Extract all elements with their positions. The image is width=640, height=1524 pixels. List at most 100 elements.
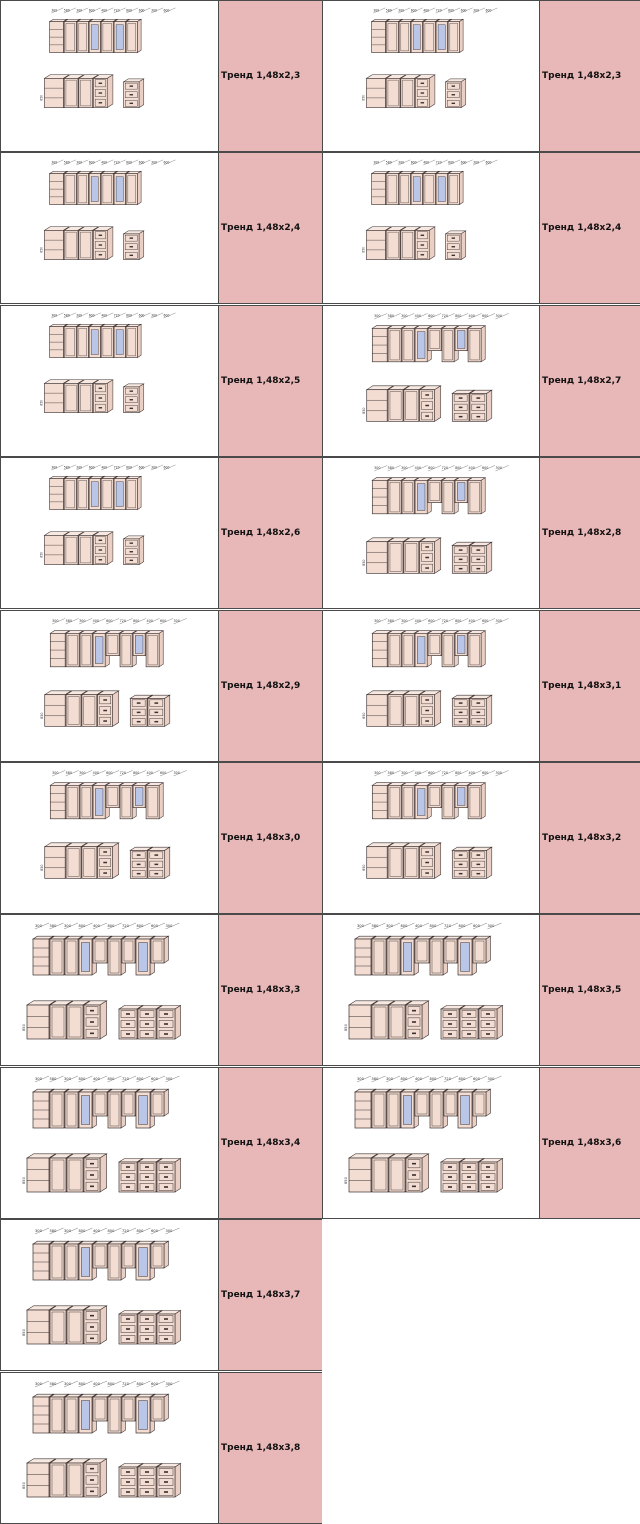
kitchen-set-name[interactable]: Тренд 1,48х3,1 — [542, 680, 622, 691]
dimension-label: 720 — [436, 161, 442, 165]
dimension-label: 800 — [126, 466, 132, 470]
dimension-label: 300 — [373, 161, 379, 165]
dimension-label: 300 — [488, 1077, 496, 1081]
dimension-label: 800 — [79, 924, 87, 928]
kitchen-set-name[interactable]: Тренд 1,48х2,7 — [542, 375, 622, 386]
kitchen-set-label-cell: Тренд 1,48х3,5 — [540, 914, 640, 1067]
dimension-label: 300 — [64, 1382, 72, 1386]
base-drawer-unit — [122, 535, 145, 566]
dimension-label: 300 — [374, 466, 380, 470]
dimension-label: 600 — [428, 619, 434, 623]
dimension-label: 300 — [51, 313, 57, 317]
base-cabinet — [418, 537, 442, 575]
kitchen-set-name[interactable]: Тренд 1,48х2,6 — [221, 528, 301, 539]
kitchen-set-name[interactable]: Тренд 1,48х2,5 — [221, 375, 301, 386]
kitchen-set-label-cell: Тренд 1,48х2,6 — [219, 457, 322, 610]
dimension-label: 580 — [388, 619, 394, 623]
dimension-label: 600 — [151, 924, 159, 928]
kitchen-set-name[interactable]: Тренд 1,48х3,0 — [221, 833, 301, 843]
dimension-label: 300 — [374, 314, 380, 318]
base-cabinet — [404, 1153, 430, 1193]
upper-cabinet — [125, 323, 142, 358]
dimension-label: 400 — [469, 314, 475, 318]
dimension-label: 600 — [151, 1077, 159, 1081]
dimension-label: 720 — [114, 466, 120, 470]
upper-cabinet — [467, 477, 487, 515]
dimension-label: 600 — [89, 8, 95, 12]
height-dimension-label: 850 — [344, 1176, 348, 1184]
dimension-label: 800 — [455, 314, 461, 318]
kitchen-set-name[interactable]: Тренд 1,48х3,3 — [221, 985, 301, 996]
kitchen-set-name[interactable]: Тренд 1,48х3,6 — [542, 1137, 622, 1148]
base-drawer-unit — [122, 383, 145, 413]
upper-cabinet — [149, 1088, 170, 1117]
kitchen-set-name[interactable]: Тренд 1,48х3,8 — [221, 1442, 301, 1453]
dimension-label: 600 — [428, 771, 434, 775]
kitchen-set-label-cell: Тренд 1,48х2,3 — [219, 0, 322, 152]
dimension-label: 300 — [401, 314, 407, 318]
dimension-label: 800 — [79, 1382, 87, 1386]
dimension-label: 720 — [444, 924, 452, 928]
dimension-label: 800 — [401, 1077, 409, 1081]
upper-cabinet — [48, 323, 69, 358]
kitchen-set-name[interactable]: Тренд 1,48х2,3 — [542, 71, 622, 81]
kitchen-set-name[interactable]: Тренд 1,48х2,9 — [221, 680, 301, 691]
base-drawer-unit — [155, 1462, 182, 1498]
base-drawer-unit — [155, 1310, 182, 1345]
dimension-label: 300 — [51, 161, 57, 165]
kitchen-set-name[interactable]: Тренд 1,48х3,4 — [221, 1137, 301, 1148]
dimension-label: 400 — [415, 619, 421, 623]
kitchen-set-name[interactable]: Тренд 1,48х3,7 — [221, 1290, 301, 1301]
kitchen-set-label-cell: Тренд 1,48х2,7 — [540, 304, 640, 457]
dimension-label: 300 — [496, 619, 502, 623]
kitchen-set-name[interactable]: Тренд 1,48х2,8 — [542, 528, 622, 539]
dimension-label: 720 — [114, 8, 120, 12]
dimension-label: 300 — [151, 8, 157, 12]
kitchen-set-name[interactable]: Тренд 1,48х2,3 — [221, 71, 301, 81]
upper-cabinet — [414, 629, 433, 667]
kitchen-set-label-cell: Тренд 1,48х3,1 — [540, 609, 640, 762]
dimension-label: 600 — [160, 619, 166, 623]
kitchen-set-label-cell: Тренд 1,48х2,4 — [219, 152, 322, 305]
kitchen-set-name[interactable]: Тренд 1,48х3,5 — [542, 985, 622, 996]
dimension-label: 300 — [398, 161, 404, 165]
kitchen-set-name[interactable]: Тренд 1,48х2,4 — [542, 223, 622, 234]
kitchen-set-name[interactable]: Тренд 1,48х2,4 — [221, 223, 301, 234]
height-dimension-label: 850 — [362, 407, 366, 413]
kitchen-set-name[interactable]: Тренд 1,48х3,2 — [542, 833, 622, 843]
dimension-label: 300 — [496, 314, 502, 318]
dimension-label: 400 — [93, 1229, 101, 1233]
dimension-label: 300 — [174, 619, 180, 623]
dimension-label: 300 — [488, 924, 496, 928]
upper-cabinet — [467, 325, 487, 363]
